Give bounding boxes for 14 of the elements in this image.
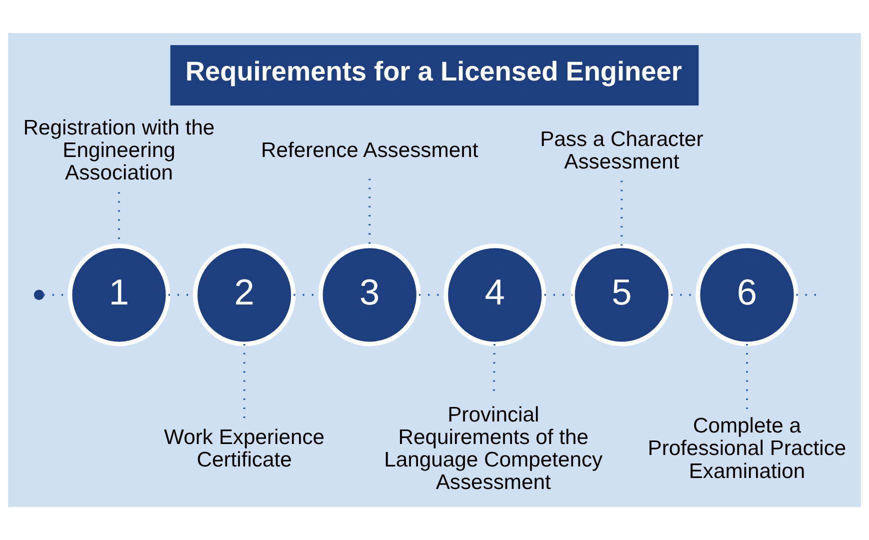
node-circle: 5 [570,244,673,346]
node-text: Reference Assessment [260,139,478,162]
node-circle: 1 [68,244,170,346]
node-text: Provincial Requirements of the Language Competency Assessment [384,403,603,494]
node-circle [34,290,44,300]
node-circle: 2 [192,244,296,346]
node-circle: 4 [444,244,546,346]
node-text: Work Experience Certificate [164,426,325,472]
node-text: Pass a Character Assessment [540,128,704,174]
node-text: Registration with the Engineering Association [23,116,215,185]
node-text: Complete a Professional Practice Examination [648,414,846,483]
node-circle: 6 [696,244,798,346]
diagram-title: Requirements for a Licensed Engineer [185,55,682,86]
node-circle: 3 [318,244,421,346]
